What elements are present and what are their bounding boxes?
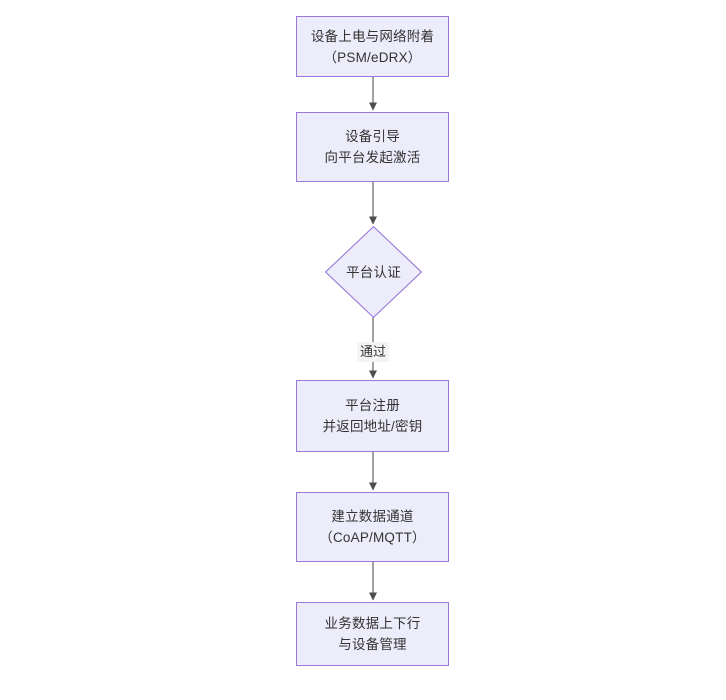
flow-node-data-channel[interactable]: 建立数据通道 （CoAP/MQTT）	[296, 492, 449, 562]
diamond-shape-icon	[325, 226, 422, 318]
flow-node-text-line: 与设备管理	[338, 637, 407, 652]
edge-label-pass: 通过	[356, 342, 390, 362]
flow-node-text-line: （CoAP/MQTT）	[319, 530, 426, 545]
flow-node-text-line: 向平台发起激活	[324, 150, 421, 165]
flow-node-text-line: 平台认证	[346, 264, 401, 280]
flow-node-text-line: 并返回地址/密钥	[322, 419, 423, 434]
flow-node-platform-auth-decision[interactable]: 平台认证	[325, 226, 422, 318]
flow-node-text-line: 设备上电与网络附着	[310, 28, 435, 44]
flow-node-text-line: 平台注册	[345, 398, 400, 413]
flow-node-device-power-on[interactable]: 设备上电与网络附着 （PSM/eDRX）	[296, 16, 449, 77]
flow-node-text-line: 设备引导	[345, 129, 400, 144]
flow-node-platform-register[interactable]: 平台注册 并返回地址/密钥	[296, 380, 449, 452]
flow-node-device-bootstrap[interactable]: 设备引导 向平台发起激活	[296, 112, 449, 182]
flow-node-text-line: 业务数据上下行	[324, 616, 421, 631]
flow-node-business-data[interactable]: 业务数据上下行 与设备管理	[296, 602, 449, 666]
flow-node-text-line: （PSM/eDRX）	[323, 49, 422, 65]
flow-node-text-line: 建立数据通道	[331, 509, 414, 524]
